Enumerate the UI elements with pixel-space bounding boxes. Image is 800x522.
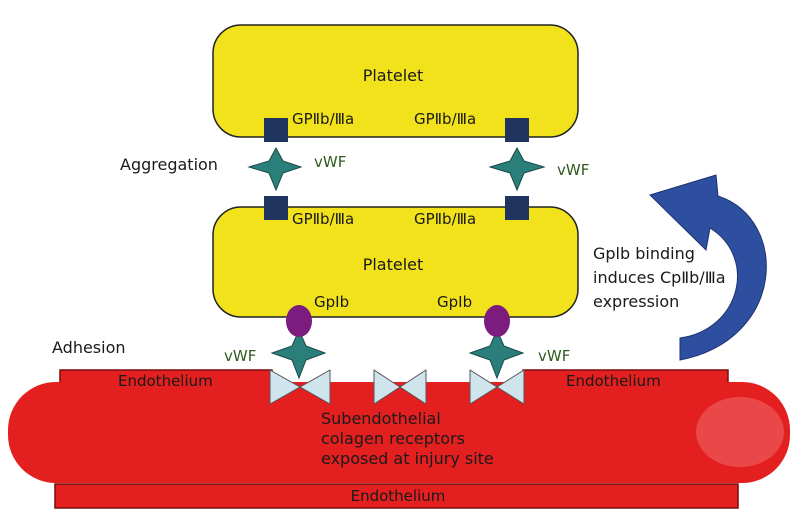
- gpib-oval-left: [286, 305, 312, 337]
- adhesion-label: Adhesion: [52, 338, 126, 357]
- gplb-note-line2: induces CpⅡb/Ⅲa: [593, 268, 726, 287]
- gp-label-top-right: GPⅡb/Ⅲa: [414, 110, 476, 128]
- vessel-highlight: [696, 397, 784, 467]
- gpib-label-right: GpIb: [437, 293, 472, 311]
- collagen-receptors: [269, 369, 525, 405]
- gpib-label-left: GpIb: [314, 293, 349, 311]
- collagen-receptor-middle: [373, 369, 427, 405]
- subendothelial-label-line2: colagen receptors: [321, 429, 465, 448]
- vwf-label-adhesion-right: vWF: [538, 347, 570, 365]
- gp-receptors: [264, 118, 529, 220]
- endothelium-label-bottom: Endothelium: [351, 487, 446, 505]
- vwf-star-aggregation-left: [247, 146, 303, 192]
- gp-label-bottom-right: GPⅡb/Ⅲa: [414, 210, 476, 228]
- vwf-star-adhesion-right: [468, 328, 525, 380]
- vwf-label-adhesion-left: vWF: [224, 347, 256, 365]
- collagen-receptor-right: [469, 369, 525, 405]
- endothelium-bottom-strip: [54, 483, 739, 509]
- gp-receptor-square: [505, 118, 529, 142]
- blood-vessel: [8, 369, 790, 509]
- vwf-star-aggregation-right: [488, 146, 546, 192]
- vwf-label-aggregation-left: vWF: [314, 153, 346, 171]
- endothelium-label-right: Endothelium: [566, 372, 661, 390]
- gpib-oval-right: [484, 305, 510, 337]
- curved-arrow-icon: [649, 174, 767, 361]
- vessel-lumen: [8, 382, 790, 483]
- endothelium-label-left: Endothelium: [118, 372, 213, 390]
- gp-receptor-square: [264, 118, 288, 142]
- platelet-top: [212, 24, 579, 138]
- platelet-bottom-label: Platelet: [363, 255, 424, 274]
- collagen-receptor-left: [269, 369, 331, 405]
- vwf-molecules: [247, 146, 546, 380]
- platelet-top-label: Platelet: [363, 66, 424, 85]
- gplb-note-line1: Gplb binding: [593, 244, 695, 263]
- vwf-label-aggregation-right: vWF: [557, 161, 589, 179]
- gp-label-top-left: GPⅡb/Ⅲa: [292, 110, 354, 128]
- gp-label-bottom-left: GPⅡb/Ⅲa: [292, 210, 354, 228]
- aggregation-label: Aggregation: [120, 155, 218, 174]
- subendothelial-label-line3: exposed at injury site: [321, 449, 494, 468]
- gplb-note-line3: expression: [593, 292, 679, 311]
- gp-receptor-square: [264, 196, 288, 220]
- subendothelial-label-line1: Subendothelial: [321, 409, 441, 428]
- vwf-star-adhesion-left: [270, 328, 327, 380]
- gp-receptor-square: [505, 196, 529, 220]
- platelet-bottom: [212, 206, 579, 318]
